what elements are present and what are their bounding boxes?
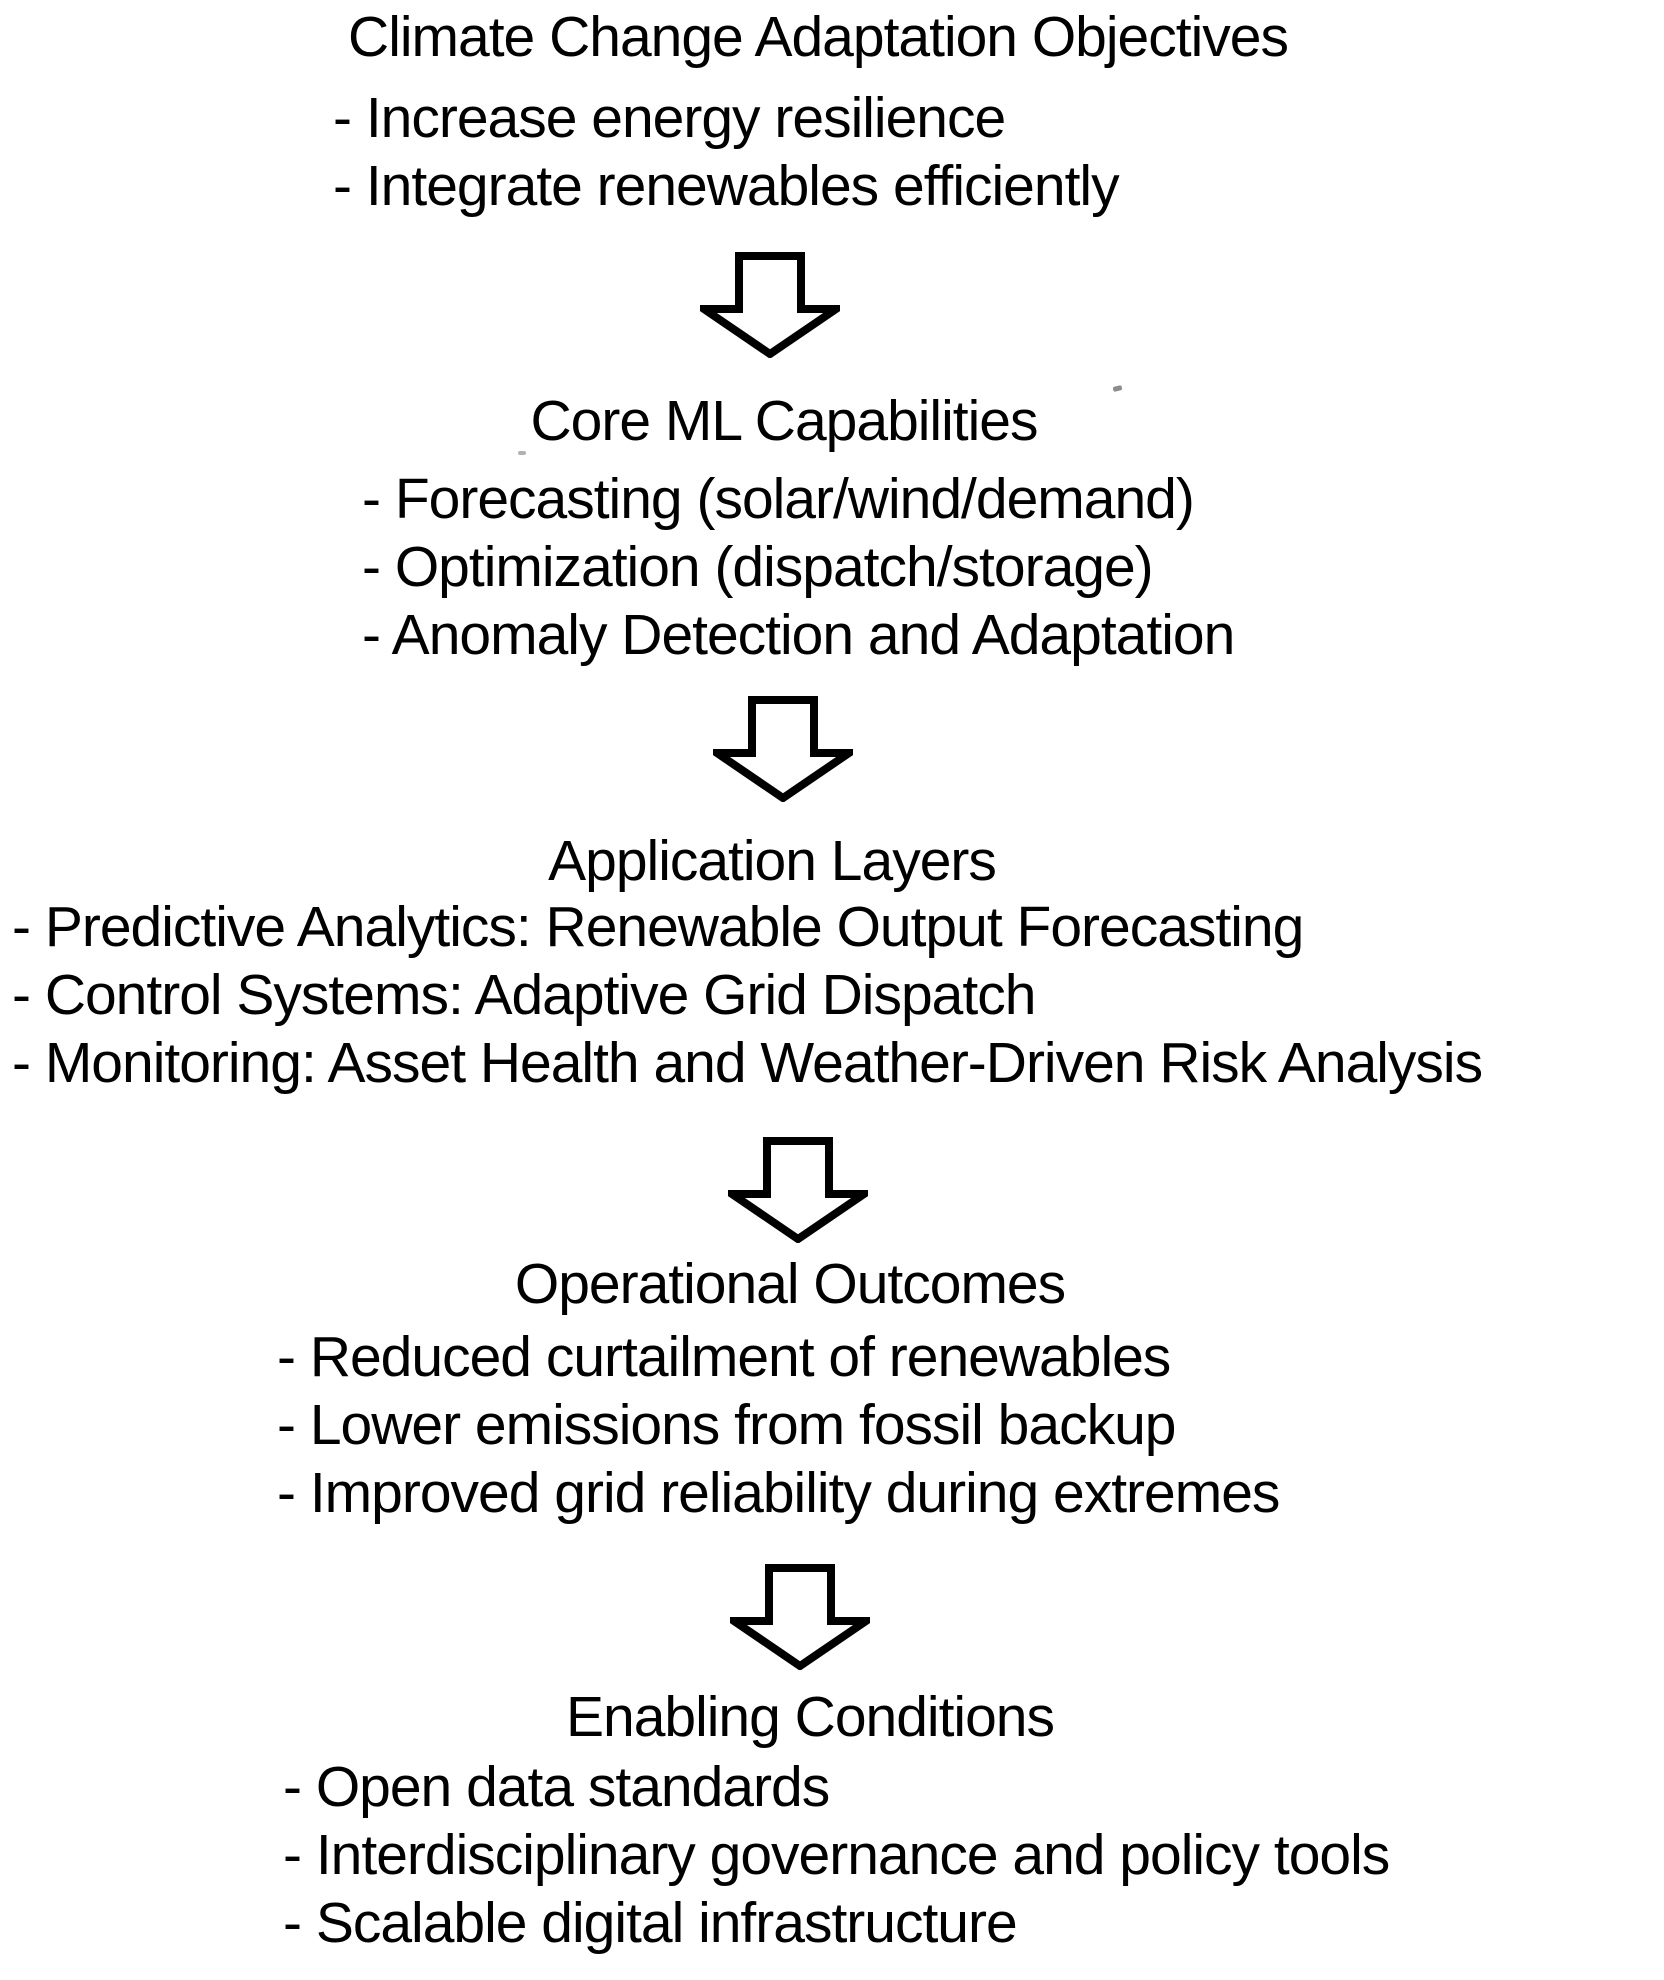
down-arrow-icon: [713, 696, 853, 802]
scan-artifact: [518, 451, 526, 455]
flow-connector-4: [730, 1564, 870, 1670]
down-arrow-icon: [728, 1137, 868, 1243]
step-bullet-list: - Forecasting (solar/wind/demand) - Opti…: [362, 465, 1235, 669]
step-title: Application Layers: [548, 829, 997, 893]
step-bullet-list: - Reduced curtailment of renewables - Lo…: [277, 1323, 1280, 1527]
bullet-item: - Scalable digital infrastructure: [283, 1891, 1018, 1955]
bullet-item: - Control Systems: Adaptive Grid Dispatc…: [12, 963, 1036, 1027]
bullet-item: - Forecasting (solar/wind/demand): [362, 467, 1195, 531]
flow-connector-2: [713, 696, 853, 802]
bullet-item: - Reduced curtailment of renewables: [277, 1325, 1171, 1389]
step-title: Core ML Capabilities: [530, 389, 1039, 453]
bullet-item: - Increase energy resilience: [333, 86, 1006, 150]
bullet-item: - Improved grid reliability during extre…: [277, 1461, 1280, 1525]
bullet-item: - Anomaly Detection and Adaptation: [362, 603, 1235, 667]
step-title: Enabling Conditions: [565, 1685, 1055, 1749]
flow-connector-3: [728, 1137, 868, 1243]
down-arrow-icon: [700, 252, 840, 358]
step-bullet-list: - Predictive Analytics: Renewable Output…: [12, 893, 1483, 1097]
flow-connector-1: [700, 252, 840, 358]
step-title: Climate Change Adaptation Objectives: [348, 5, 1289, 69]
bullet-item: - Monitoring: Asset Health and Weather-D…: [12, 1031, 1483, 1095]
step-title: Operational Outcomes: [514, 1252, 1066, 1316]
bullet-item: - Optimization (dispatch/storage): [362, 535, 1154, 599]
down-arrow-icon: [730, 1564, 870, 1670]
step-bullet-list: - Open data standards - Interdisciplinar…: [283, 1753, 1390, 1957]
bullet-item: - Interdisciplinary governance and polic…: [283, 1823, 1390, 1887]
bullet-item: - Open data standards: [283, 1755, 830, 1819]
bullet-item: - Predictive Analytics: Renewable Output…: [12, 895, 1304, 959]
step-bullet-list: - Increase energy resilience - Integrate…: [333, 84, 1120, 220]
bullet-item: - Lower emissions from fossil backup: [277, 1393, 1177, 1457]
bullet-item: - Integrate renewables efficiently: [333, 154, 1120, 218]
